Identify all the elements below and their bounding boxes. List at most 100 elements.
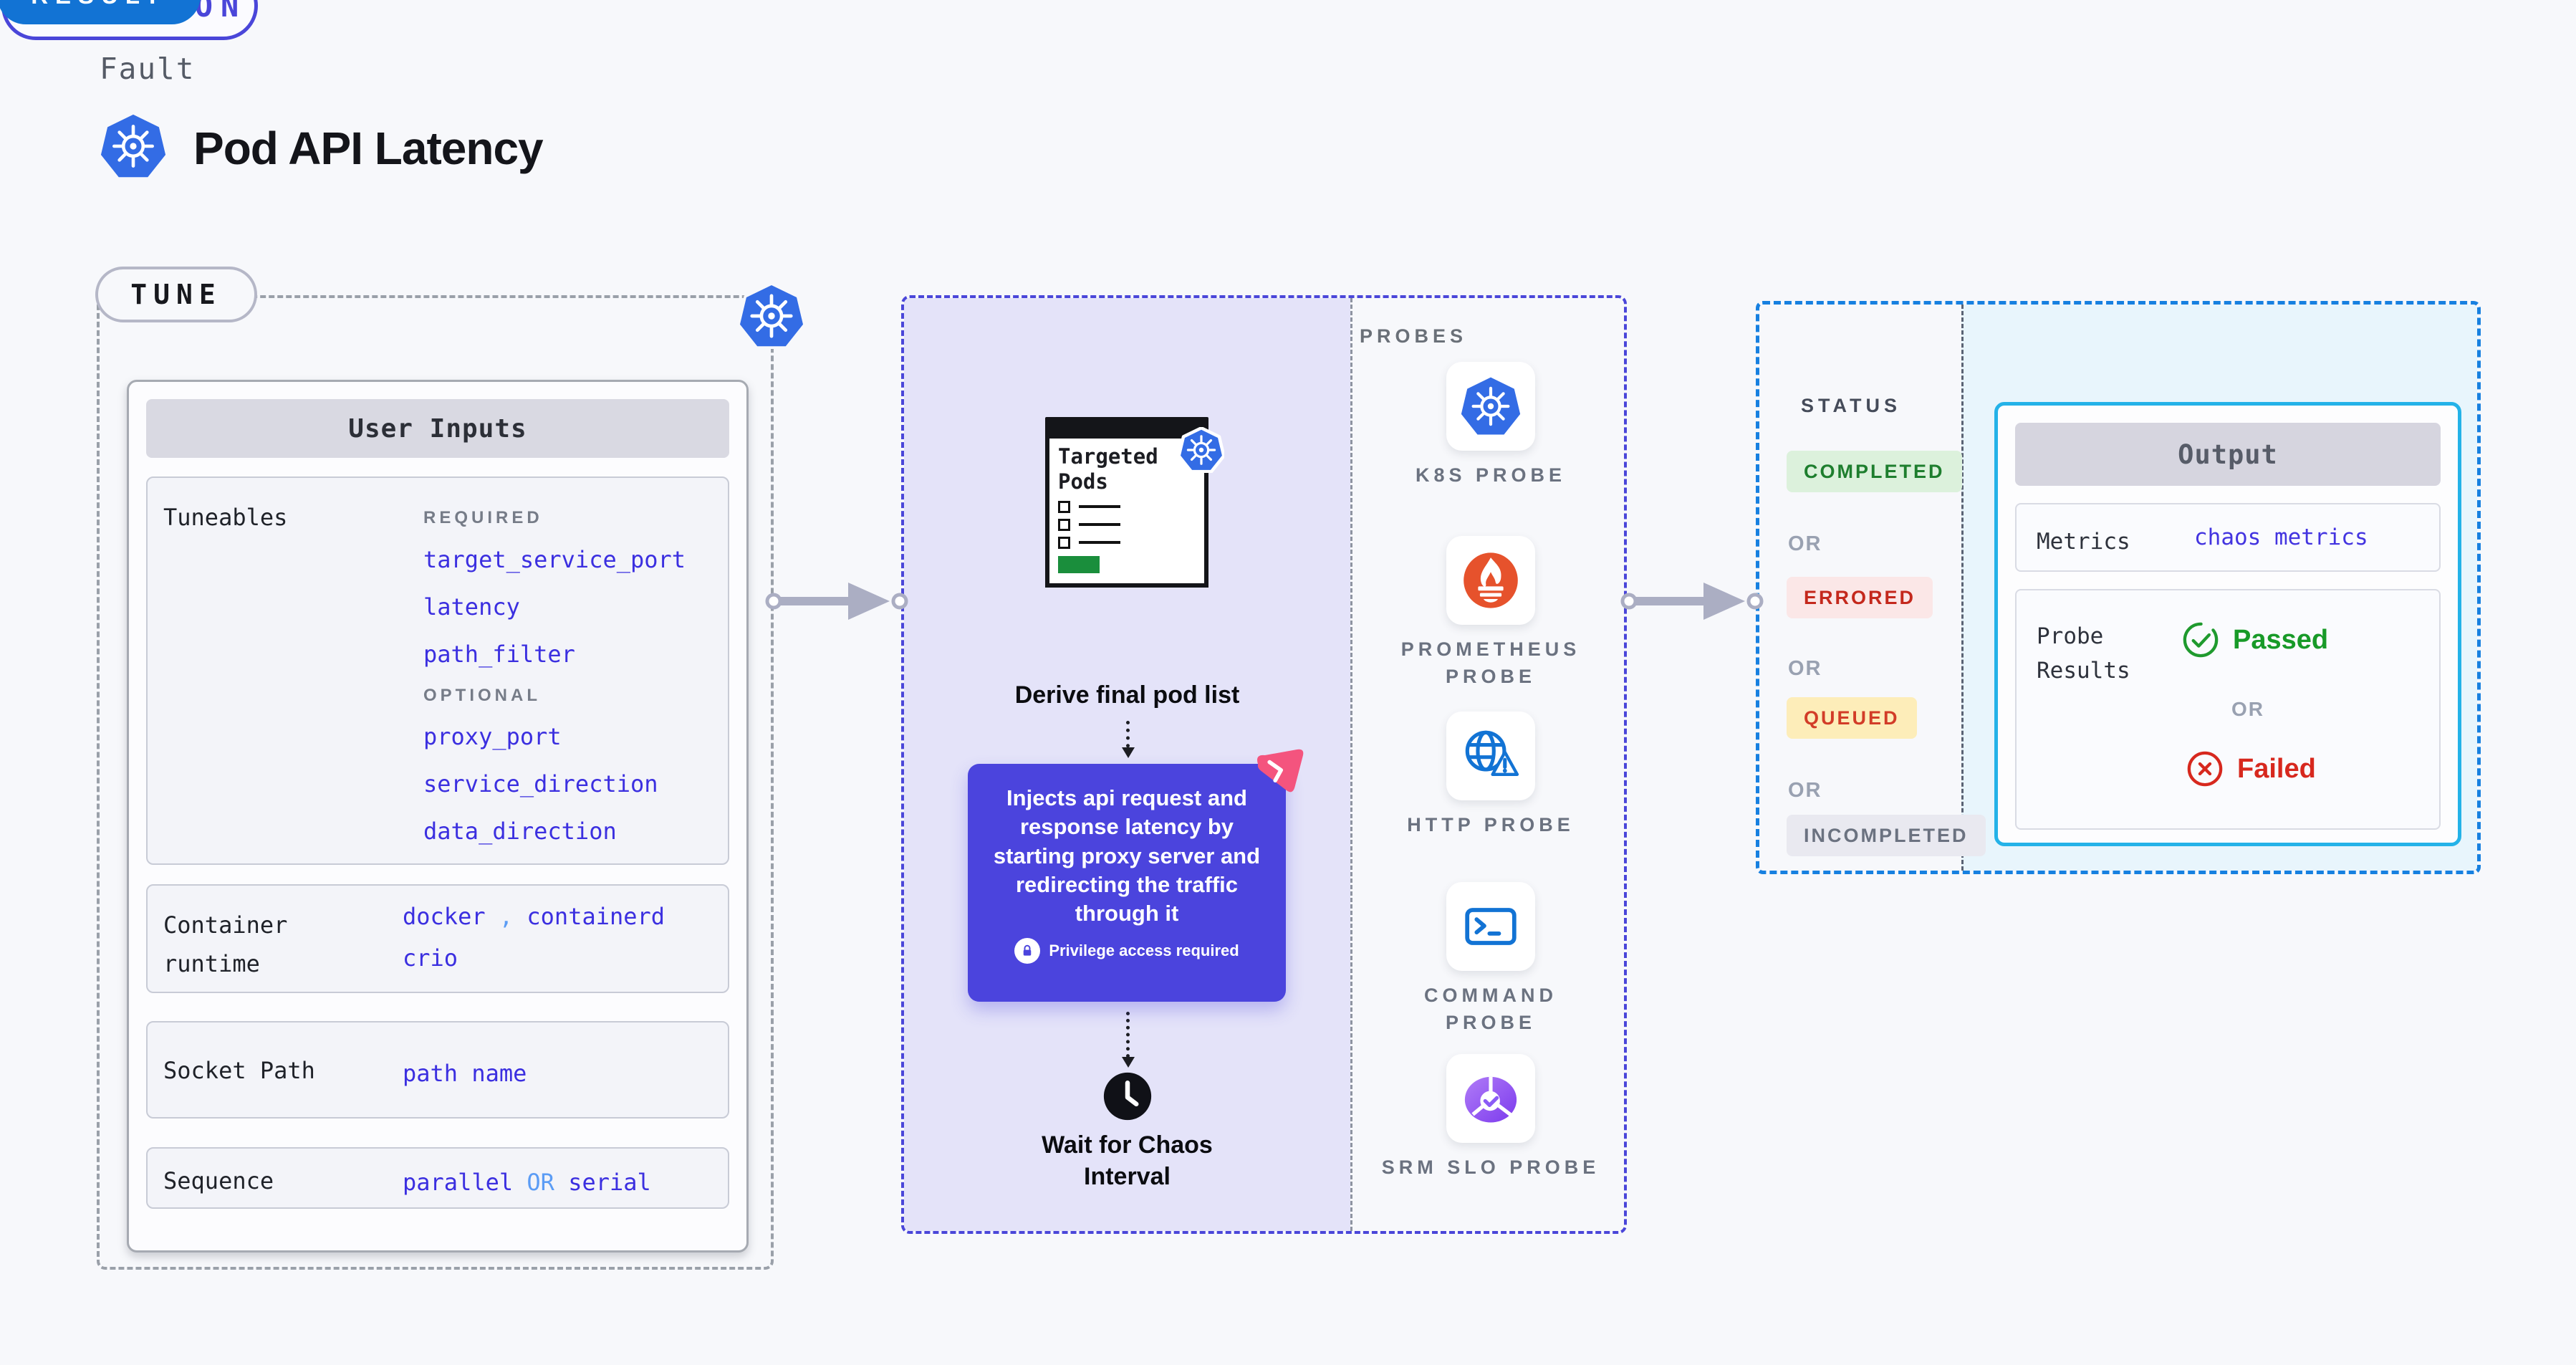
probe-results-row: Probe Results Passed OR Failed: [2015, 589, 2441, 830]
probes-divider: [1350, 298, 1352, 1231]
failed-line: Failed: [2186, 749, 2316, 788]
or-token: OR: [527, 1169, 554, 1196]
status-badge-queued: QUEUED: [1787, 697, 1917, 739]
derive-pod-list-step: Derive final pod list: [1014, 681, 1240, 709]
kubernetes-icon: [1177, 426, 1226, 474]
probe-label: HTTP PROBE: [1407, 814, 1575, 835]
passed-text: Passed: [2233, 624, 2329, 655]
tuneable-value: path_filter: [423, 641, 575, 668]
flow-arrow-icon: [1620, 583, 1764, 620]
slo-pie-check-icon: [1446, 1054, 1535, 1143]
user-inputs-card: User Inputs Tuneables REQUIRED target_se…: [127, 380, 749, 1253]
or-separator: OR: [1788, 779, 1822, 802]
checkbox-icon: [1058, 500, 1070, 513]
result-divider: [1961, 305, 1964, 871]
kubernetes-icon: [1446, 362, 1535, 451]
or-separator: OR: [1788, 532, 1822, 555]
fault-eyebrow: Fault: [100, 52, 196, 86]
prometheus-icon: [1446, 536, 1535, 625]
probe-results-label: Probe Results: [2037, 623, 2130, 684]
required-label: REQUIRED: [423, 508, 543, 527]
probe-label: COMMAND PROBE: [1424, 985, 1557, 1033]
status-badge-errored: ERRORED: [1787, 577, 1933, 618]
metrics-row: Metrics chaos metrics: [2015, 503, 2441, 572]
privilege-note: Privilege access required: [1049, 942, 1239, 960]
targeted-pods-clipboard: Targeted Pods: [1045, 417, 1226, 588]
lock-icon: [1014, 938, 1041, 964]
flow-arrow-icon: [765, 583, 908, 620]
passed-line: Passed: [2181, 621, 2328, 659]
socket-path-value: path name: [403, 1060, 527, 1087]
dotted-connector: [1122, 1012, 1135, 1068]
container-runtime-values: docker , containerd: [403, 903, 665, 930]
dotted-connector: [1122, 721, 1135, 758]
or-separator: OR: [1788, 657, 1822, 680]
result-panel: STATUS COMPLETED OR ERRORED OR QUEUED OR…: [1756, 301, 2481, 874]
probe-label: K8S PROBE: [1415, 464, 1567, 486]
metrics-value: chaos metrics: [2194, 525, 2368, 550]
pod-list-item: [1058, 500, 1204, 513]
tuneable-value: target_service_port: [423, 546, 686, 573]
probe-srm-slo: SRM SLO PROBE: [1352, 1054, 1630, 1182]
clipboard-top-bar: [1045, 417, 1208, 439]
probes-label: PROBES: [1360, 325, 1468, 347]
failed-text: Failed: [2237, 753, 2316, 784]
page-title: Pod API Latency: [193, 123, 544, 174]
privilege-row: Privilege access required: [986, 938, 1267, 964]
probe-label: PROMETHEUS PROBE: [1400, 638, 1581, 687]
sequence-label: Sequence: [163, 1167, 274, 1194]
runtime-docker: docker: [403, 903, 486, 930]
container-runtime-label: Container runtime: [163, 911, 288, 978]
status-badge-completed: COMPLETED: [1787, 451, 1962, 492]
status-badge-incompleted: INCOMPLETED: [1787, 815, 1986, 856]
inject-step-text: Injects api request and response latency…: [993, 785, 1261, 926]
chaos-icon: [1250, 744, 1307, 801]
wait-step-text: Wait for Chaos Interval: [1042, 1131, 1213, 1191]
terminal-icon: [1446, 882, 1535, 971]
comma-token: ,: [499, 903, 514, 930]
green-progress-bar: [1058, 555, 1100, 573]
check-circle-icon: [2183, 622, 2219, 658]
tune-section-pill: TUNE: [95, 267, 257, 322]
execution-panel: PROBES Targeted Pods Derive final pod li…: [901, 295, 1627, 1234]
runtime-containerd: containerd: [527, 903, 665, 930]
list-line: [1079, 505, 1120, 509]
x-circle-icon: [2187, 751, 2223, 787]
tuneable-value: proxy_port: [423, 723, 562, 750]
socket-path-card: Socket Path path name: [146, 1021, 729, 1119]
probe-prometheus: PROMETHEUS PROBE: [1352, 536, 1630, 691]
sequence-parallel: parallel: [403, 1169, 514, 1196]
tuneables-label: Tuneables: [163, 504, 288, 531]
targeted-pods-title: Targeted Pods: [1058, 444, 1158, 494]
tuneable-value: data_direction: [423, 818, 617, 845]
result-section-pill: RESULT: [0, 0, 201, 24]
checkbox-icon: [1058, 536, 1070, 549]
list-line: [1079, 541, 1120, 545]
kubernetes-icon: [100, 113, 166, 179]
optional-label: OPTIONAL: [423, 686, 541, 705]
or-separator: OR: [2231, 698, 2264, 720]
probe-label: SRM SLO PROBE: [1381, 1156, 1600, 1178]
probe-k8s: K8S PROBE: [1352, 362, 1630, 489]
wait-chaos-interval-step: Wait for Chaos Interval: [904, 1129, 1350, 1192]
metrics-label: Metrics: [2037, 529, 2130, 555]
inject-latency-step: Injects api request and response latency…: [968, 749, 1304, 1002]
sequence-serial: serial: [568, 1169, 651, 1196]
socket-path-label: Socket Path: [163, 1057, 315, 1084]
output-box: Output Metrics chaos metrics Probe Resul…: [1994, 402, 2461, 846]
probe-http: HTTP PROBE: [1352, 712, 1630, 839]
pod-list-item: [1058, 536, 1204, 549]
runtime-crio: crio: [403, 944, 458, 972]
status-label: STATUS: [1801, 395, 1901, 416]
http-globe-warning-icon: [1446, 712, 1535, 800]
tuneables-card: Tuneables REQUIRED target_service_port l…: [146, 476, 729, 865]
tuneable-value: latency: [423, 593, 520, 621]
probe-command: COMMAND PROBE: [1352, 882, 1630, 1037]
user-inputs-title: User Inputs: [146, 399, 729, 458]
pod-list-item: [1058, 518, 1204, 531]
container-runtime-card: Container runtime docker , containerd cr…: [146, 884, 729, 993]
output-title: Output: [2015, 423, 2441, 486]
sequence-card: Sequence parallel OR serial: [146, 1147, 729, 1209]
sequence-values: parallel OR serial: [403, 1169, 651, 1196]
